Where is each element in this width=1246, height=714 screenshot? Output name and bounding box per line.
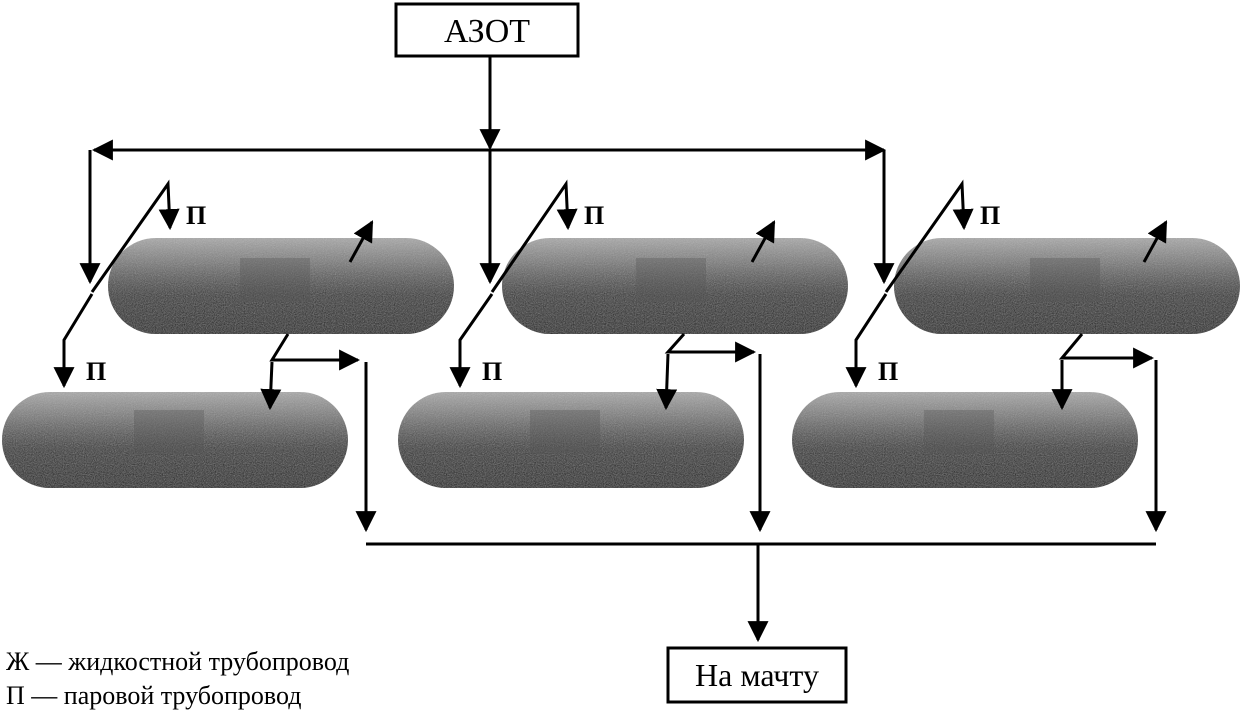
vapor-pipe-lower-2 — [449, 293, 494, 389]
tank-lower-3 — [792, 392, 1138, 488]
vapor-pipe-upper-3 — [884, 179, 974, 293]
outlet-arrow-upper-2 — [750, 220, 776, 263]
outlet-pipe-upper-1 — [269, 333, 361, 371]
vapor-pipe-upper-1 — [90, 179, 180, 293]
tank-lower-2 — [398, 392, 744, 488]
outlet-box-label: На мачту — [695, 657, 819, 693]
legend: Ж — жидкостной трубопровод П — паровой т… — [6, 647, 349, 710]
tank-upper-1 — [108, 238, 454, 334]
outlet-arrow-lower-2 — [656, 353, 678, 411]
vapor-tag-upper-3: П — [980, 201, 1000, 230]
vapor-tag-upper-2: П — [584, 201, 604, 230]
vapor-pipe-upper-2 — [490, 179, 578, 293]
vapor-tag-lower-2: П — [482, 357, 502, 386]
outlet-box: На мачту — [666, 646, 848, 704]
outlet-arrow-upper-3 — [1142, 220, 1168, 263]
legend-item-liquid: Ж — жидкостной трубопровод — [6, 647, 349, 676]
outlet-pipe-upper-3 — [1058, 333, 1155, 369]
tank-lower-1 — [2, 392, 348, 488]
vapor-tag-lower-1: П — [86, 357, 106, 386]
tank-upper-2 — [502, 238, 848, 334]
tank-upper-3 — [894, 238, 1240, 334]
vapor-tag-lower-3: П — [878, 357, 898, 386]
vapor-tag-upper-1: П — [186, 201, 206, 230]
outlet-pipe-upper-2 — [664, 333, 757, 363]
outlet-arrow-lower-1 — [260, 361, 282, 411]
legend-item-vapor: П — паровой трубопровод — [6, 681, 301, 710]
source-box-label: АЗОТ — [444, 13, 530, 50]
vapor-pipe-lower-1 — [53, 293, 94, 389]
vapor-pipe-lower-3 — [845, 293, 888, 389]
source-box: АЗОТ — [394, 2, 580, 58]
outlet-arrow-upper-1 — [348, 220, 374, 263]
